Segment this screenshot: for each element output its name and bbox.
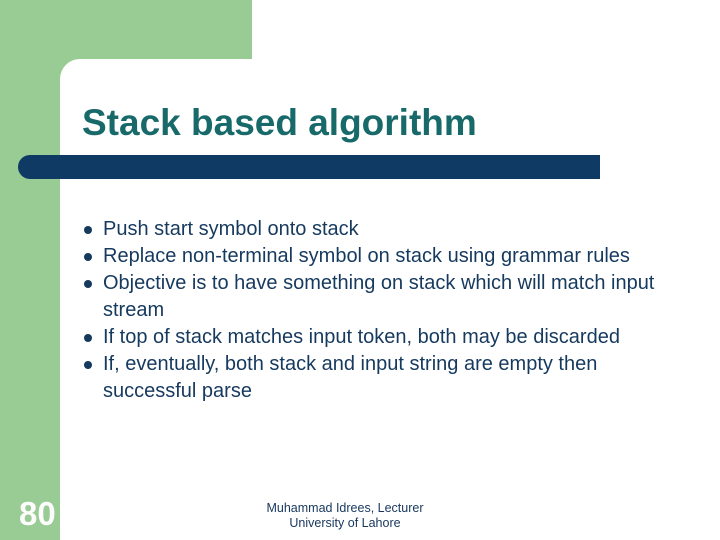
bullet-text: Push start symbol onto stack <box>103 218 359 240</box>
slide-title: Stack based algorithm <box>82 102 477 143</box>
bullet-item: Objective is to have something on stack … <box>84 270 692 324</box>
bullet-text: Replace non-terminal symbol on stack usi… <box>103 245 630 267</box>
bullet-item: Replace non-terminal symbol on stack usi… <box>84 243 692 270</box>
content-card <box>60 59 720 540</box>
bullet-icon <box>84 361 92 369</box>
footer-line-2: University of Lahore <box>289 515 401 530</box>
bullet-text: Objective is to have something on stack … <box>103 272 655 321</box>
bullet-icon <box>84 253 92 261</box>
bullet-item: Push start symbol onto stack <box>84 216 692 243</box>
bullet-icon <box>84 334 92 342</box>
bullet-text: If, eventually, both stack and input str… <box>103 353 598 402</box>
bullet-text: If top of stack matches input token, bot… <box>103 326 620 348</box>
footer-line-1: Muhammad Idrees, Lecturer <box>266 501 424 515</box>
bullet-icon <box>84 280 92 288</box>
bullet-item: If, eventually, both stack and input str… <box>84 351 692 405</box>
bullet-icon <box>84 226 92 234</box>
footer: Muhammad Idrees, Lecturer University of … <box>145 501 545 530</box>
bullet-list: Push start symbol onto stack Replace non… <box>84 216 692 405</box>
bullet-item: If top of stack matches input token, bot… <box>84 324 692 351</box>
title-underline-bar <box>18 155 600 179</box>
page-number: 80 <box>19 495 56 532</box>
